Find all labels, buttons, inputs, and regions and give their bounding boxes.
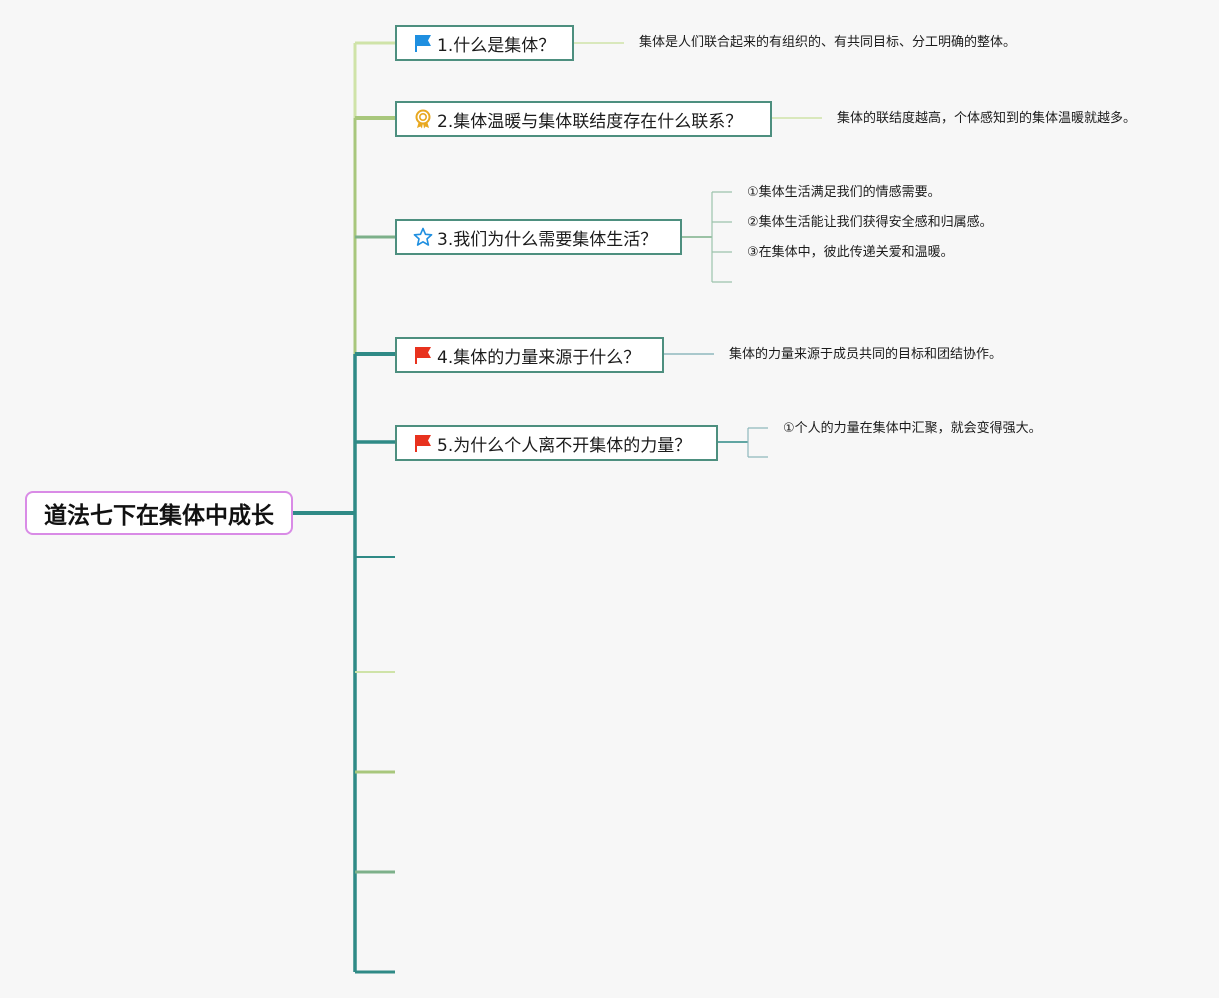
topic-4[interactable]: 4.集体的力量来源于什么？ (395, 337, 664, 373)
topic-5[interactable]: 5.为什么个人离不开集体的力量？ (395, 425, 718, 461)
topic-5-note-1[interactable]: ①个人的力量在集体中汇聚，就会变得强大。 (783, 421, 1042, 436)
topic-5-label: 5.为什么个人离不开集体的力量？ (437, 435, 692, 456)
topic-1[interactable]: 1.什么是集体？ (395, 25, 574, 61)
topic-2-note-1[interactable]: 集体的联结度越高，个体感知到的集体温暖就越多。 (837, 111, 1137, 126)
topic-2-label: 2.集体温暖与集体联结度存在什么联系？ (437, 111, 743, 132)
root-topic[interactable]: 道法七下在集体中成长 (25, 491, 293, 535)
blue-flag-icon (415, 35, 431, 52)
topic-3-label: 3.我们为什么需要集体生活？ (437, 229, 658, 250)
topic-3-note-1[interactable]: ①集体生活满足我们的情感需要。 (747, 185, 941, 200)
root-topic-label: 道法七下在集体中成长 (44, 503, 274, 529)
red-flag-icon (415, 347, 431, 364)
topic-4-label: 4.集体的力量来源于什么？ (437, 347, 641, 368)
topic-3-note-3[interactable]: ③在集体中，彼此传递关爱和温暖。 (747, 245, 954, 260)
topic-1-label: 1.什么是集体？ (437, 35, 556, 56)
topic-4-note-1[interactable]: 集体的力量来源于成员共同的目标和团结协作。 (729, 347, 1003, 362)
topic-1-note-1[interactable]: 集体是人们联合起来的有组织的、有共同目标、分工明确的整体。 (639, 35, 1017, 50)
red-flag-icon (415, 435, 431, 452)
star-outline-icon (413, 227, 433, 246)
award-ribbon-icon (415, 109, 431, 129)
topic-3-note-2[interactable]: ②集体生活能让我们获得安全感和归属感。 (747, 215, 993, 230)
topic-3[interactable]: 3.我们为什么需要集体生活？ (395, 219, 682, 255)
topic-2[interactable]: 2.集体温暖与集体联结度存在什么联系？ (395, 101, 772, 137)
